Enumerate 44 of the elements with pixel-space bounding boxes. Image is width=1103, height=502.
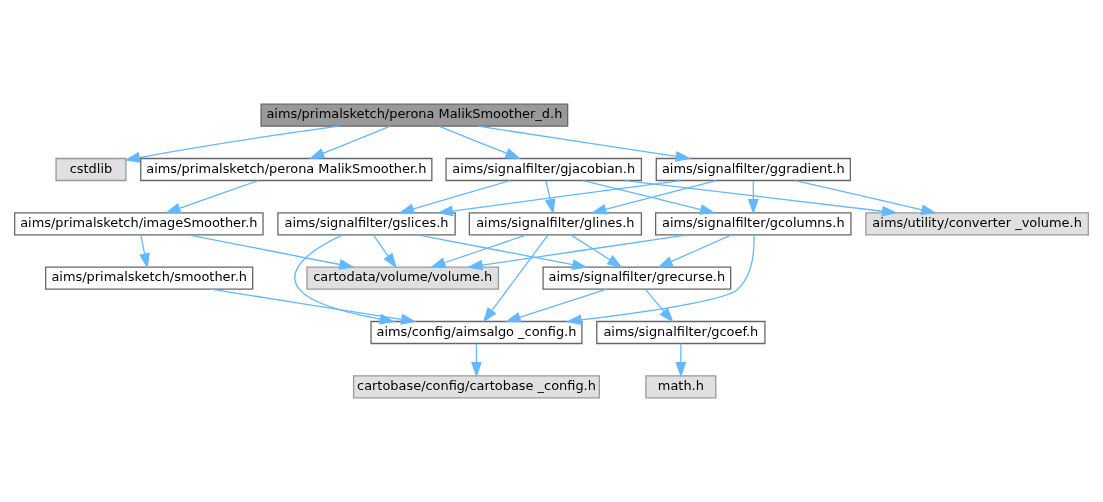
arrow <box>657 234 733 268</box>
arrow <box>570 234 623 268</box>
node-box: aims/signalfilter/ggradient.h <box>655 157 851 182</box>
node-box: aims/signalfilter/glines.h <box>468 212 643 236</box>
arrow <box>467 234 688 271</box>
arrow <box>566 234 755 326</box>
arrow <box>644 288 674 323</box>
arrow <box>210 288 417 325</box>
node-box: aims/signalfilter/grecurse.h <box>542 266 732 290</box>
arrow <box>124 125 340 163</box>
arrow <box>544 180 556 215</box>
arrow <box>430 234 528 268</box>
node-box: cstdlib <box>55 157 127 182</box>
node-box: cartobase/config/cartobase _config.h <box>352 375 600 399</box>
arrow <box>437 179 682 217</box>
arrow <box>187 234 355 270</box>
node-box: aims/signalfilter/gcoef.h <box>596 320 766 345</box>
arrow <box>416 234 588 270</box>
arrow <box>372 234 397 269</box>
arrow <box>477 125 692 162</box>
node-box: aims/signalfilter/gslices.h <box>277 212 456 236</box>
node-box: aims/signalfilter/gcolumns.h <box>655 212 852 236</box>
arrow <box>165 179 260 214</box>
arrow <box>308 125 391 160</box>
arrow <box>139 234 150 269</box>
node-box: aims/signalfilter/gjacobian.h <box>445 157 643 182</box>
node-box: aims/primalsketch/perona MalikSmoother.h <box>140 157 433 182</box>
node-box: math.h <box>645 375 717 399</box>
arrow <box>505 288 608 323</box>
node-box: aims/primalsketch/perona MalikSmoother_d.h <box>260 103 569 127</box>
arrow <box>624 179 898 217</box>
arrow <box>471 343 482 378</box>
node-box: aims/primalsketch/imageSmoother.h <box>14 212 264 236</box>
node-box: cartodata/volume/volume.h <box>306 266 500 290</box>
node-box: aims/config/aimsalgo _config.h <box>370 320 583 345</box>
arrow <box>747 180 759 215</box>
arrow <box>438 125 521 160</box>
arrow <box>398 179 512 215</box>
arrow <box>482 234 549 323</box>
arrow <box>294 234 396 325</box>
arrow <box>794 179 937 215</box>
node-box: aims/primalsketch/smoother.h <box>45 266 254 290</box>
arrow <box>675 343 687 378</box>
node-box: aims/utility/converter _volume.h <box>865 212 1089 236</box>
